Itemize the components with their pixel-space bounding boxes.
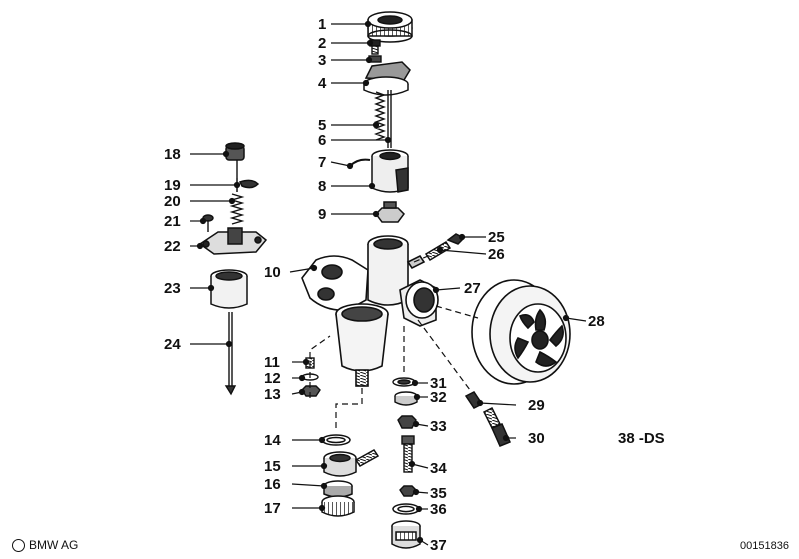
callout-34: 34 (430, 460, 447, 477)
brand-name: BMW AG (29, 538, 79, 552)
callout-32: 32 (430, 389, 447, 406)
callout-20: 20 (164, 193, 181, 210)
callout-14: 14 (264, 432, 281, 449)
callout-16: 16 (264, 476, 281, 493)
starter-rod-24 (224, 312, 237, 396)
adjust-screw-2 (369, 39, 381, 55)
callout-10: 10 (264, 264, 281, 281)
cable-adjuster-18 (225, 142, 245, 178)
callout-13: 13 (264, 386, 281, 403)
callout-labels: 1 2 3 4 5 6 7 8 9 10 11 12 13 14 15 16 1… (164, 16, 605, 554)
assembly-guide-lines (309, 255, 479, 432)
carburetor-body-10 (301, 235, 439, 387)
callout-26: 26 (488, 246, 505, 263)
starter-cover-22 (198, 227, 268, 255)
callout-31: 31 (430, 375, 447, 392)
callout-9: 9 (318, 206, 326, 223)
mixing-chamber-cover-4 (363, 61, 411, 96)
spring-5 (374, 91, 386, 141)
callout-12: 12 (264, 370, 281, 387)
banjo-fitting-15 (323, 449, 380, 477)
jet-needle-holder-9 (375, 201, 405, 223)
throttle-slide-8 (371, 149, 409, 193)
needle-clip-7 (349, 158, 371, 167)
callout-21: 21 (164, 213, 181, 230)
top-cap-1 (367, 11, 413, 43)
seal-ring-14 (321, 434, 351, 446)
callout-19: 19 (164, 177, 181, 194)
callout-33: 33 (430, 418, 447, 435)
callout-2: 2 (318, 35, 326, 52)
callout-11: 11 (264, 354, 280, 371)
callout-29: 29 (528, 397, 545, 414)
callout-35: 35 (430, 485, 447, 502)
nut-13 (301, 385, 321, 397)
callout-27: 27 (464, 280, 481, 297)
jet-holder-33 (397, 415, 417, 429)
starter-piston-23 (210, 269, 248, 309)
callout-24: 24 (164, 336, 181, 353)
callout-6: 6 (318, 132, 326, 149)
lever-19 (236, 178, 260, 192)
gasket-16 (323, 480, 353, 498)
callout-28: 28 (588, 313, 605, 330)
float-bowl-plug-17 (321, 495, 355, 517)
leader-lines (190, 20, 587, 546)
callout-5: 5 (318, 117, 326, 134)
callout-15: 15 (264, 458, 281, 475)
air-filter-28 (471, 279, 571, 385)
spring-20 (229, 193, 245, 225)
callout-37: 37 (430, 537, 447, 554)
callout-7: 7 (318, 154, 326, 171)
callout-18: 18 (164, 146, 181, 163)
callout-23: 23 (164, 280, 181, 297)
plug-37 (391, 520, 421, 549)
o-ring-36 (392, 503, 420, 515)
callout-25: 25 (488, 229, 505, 246)
brand-footer: BMW AG (12, 538, 78, 552)
float-needle-32 (394, 391, 418, 406)
copyright-icon (12, 538, 25, 552)
callout-8: 8 (318, 178, 326, 195)
variant-code: 38 -DS (618, 430, 665, 447)
callout-1: 1 (318, 16, 326, 33)
callout-4: 4 (318, 75, 327, 92)
callout-30: 30 (528, 430, 545, 447)
callout-17: 17 (264, 500, 281, 517)
washer-31 (392, 377, 416, 387)
drawing-id: 00151836 (740, 540, 789, 552)
callout-22: 22 (164, 238, 181, 255)
needle-jet-34 (401, 435, 415, 473)
callout-3: 3 (318, 52, 326, 69)
callout-36: 36 (430, 501, 447, 518)
